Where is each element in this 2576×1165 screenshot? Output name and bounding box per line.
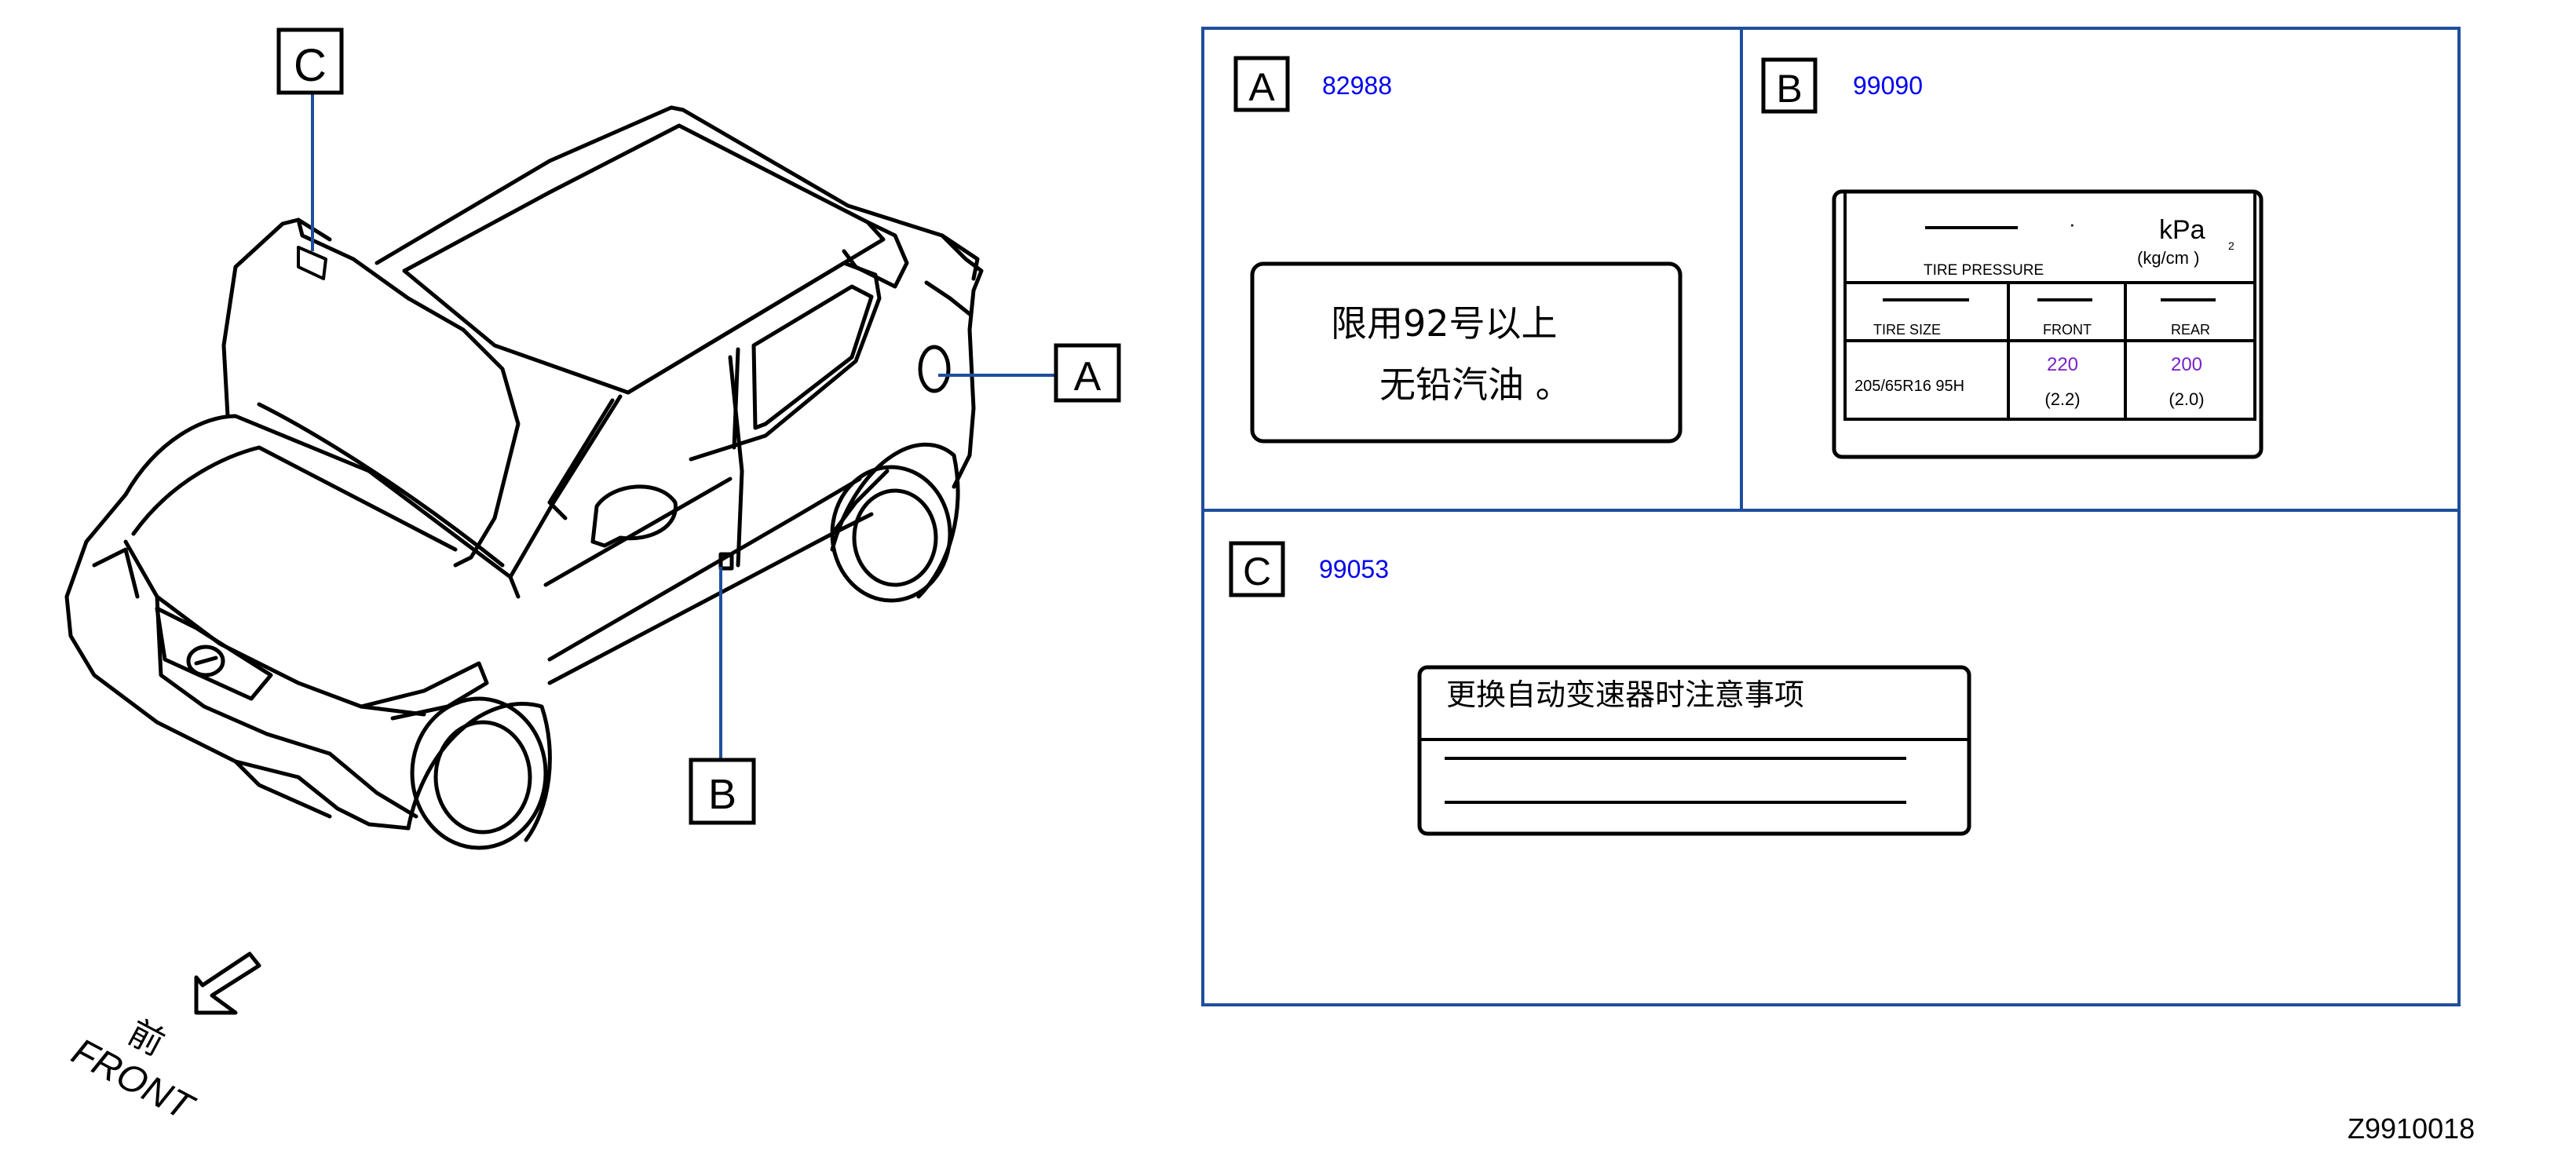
tire-pressure-label <box>1832 189 2264 459</box>
front-arrow-icon <box>194 951 261 1015</box>
tire-size-heading: TIRE SIZE <box>1873 322 1941 338</box>
front-heading: FRONT <box>2043 322 2092 338</box>
callout-b-label: B <box>708 771 736 818</box>
tire-label-unit-sup: 2 <box>2228 239 2234 252</box>
panel-a: A 82988 限用92号以上 无铅汽油 。 <box>1233 56 1683 444</box>
panel-c: C 99053 更换自动变速器时注意事项 <box>1229 541 1971 836</box>
transmission-label <box>1417 665 1971 836</box>
front-kpa-value: 220 <box>2047 354 2078 375</box>
label-panels-frame <box>1201 27 2461 1006</box>
callout-c: C <box>276 27 344 95</box>
callout-a-label: A <box>1074 354 1102 400</box>
fuel-label-line2: 无铅汽油 。 <box>1379 363 1572 406</box>
callout-c-label: C <box>294 40 327 91</box>
panel-c-part-number: 99053 <box>1319 555 1389 583</box>
fuel-label <box>1250 261 1683 444</box>
panel-b-part-number: 99090 <box>1853 71 1923 100</box>
rear-heading: REAR <box>2171 322 2210 338</box>
car-illustration <box>64 105 984 850</box>
callout-a: A <box>1054 343 1121 403</box>
callout-b: B <box>689 758 756 825</box>
fuel-label-line1: 限用92号以上 <box>1331 302 1558 345</box>
transmission-label-title: 更换自动变速器时注意事项 <box>1446 677 1804 712</box>
diagram-code: Z9910018 <box>2348 1112 2475 1145</box>
panel-b: B 99090 · kPa (kg/cm ) 2 TIRE PRESSURE T… <box>1761 57 2264 459</box>
tire-pressure-heading: TIRE PRESSURE <box>1924 262 2044 279</box>
callout-lines <box>311 94 1056 760</box>
rear-kpa-value: 200 <box>2171 354 2202 375</box>
tire-label-unit-kgcm: (kg/cm ) <box>2137 248 2199 268</box>
tire-size-value: 205/65R16 95H <box>1854 378 1964 395</box>
panel-c-letter: C <box>1243 550 1271 593</box>
rear-kgcm-value: (2.0) <box>2169 389 2204 409</box>
front-kgcm-value: (2.2) <box>2044 389 2080 409</box>
panel-a-part-number: 82988 <box>1322 71 1392 100</box>
panel-b-letter: B <box>1776 67 1802 111</box>
tire-label-dot: · <box>2069 212 2076 236</box>
front-indicator: 前 FRONT <box>65 951 261 1130</box>
panel-a-letter: A <box>1248 65 1275 109</box>
tire-label-unit-kpa: kPa <box>2159 215 2205 245</box>
